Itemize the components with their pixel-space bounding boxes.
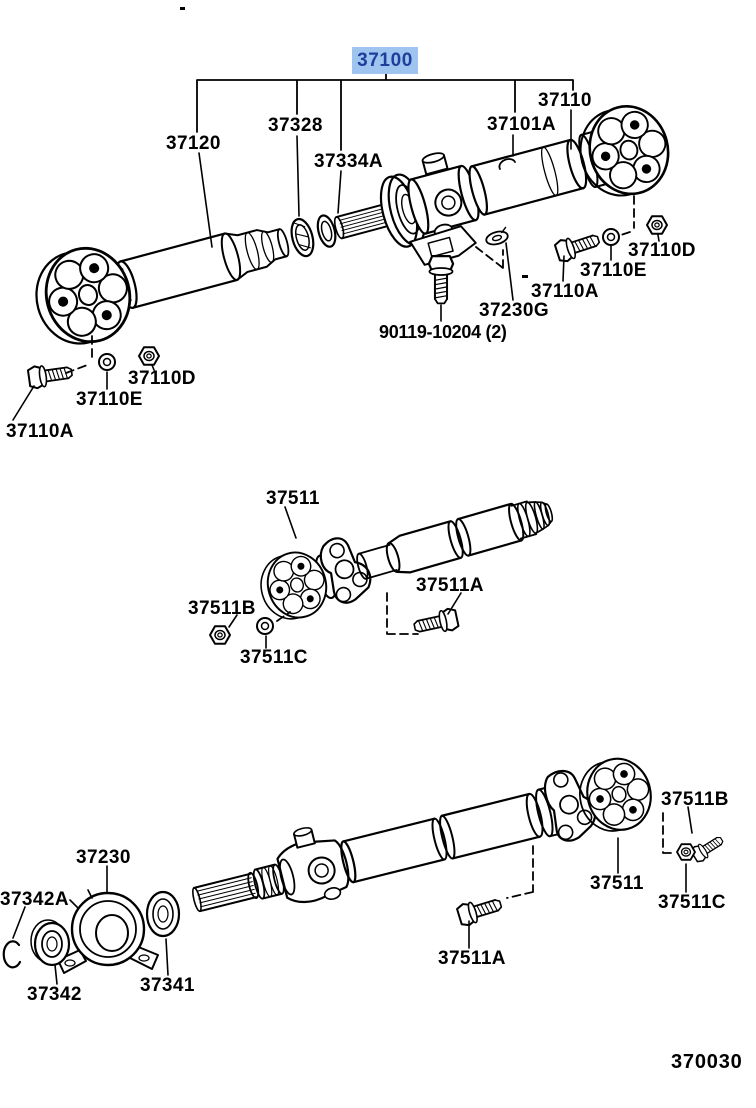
part-label-37101a[interactable]: 37101A	[487, 114, 556, 135]
leader-lines-middle	[228, 506, 462, 649]
part-label-37342a[interactable]: 37342A	[0, 889, 69, 910]
rear-propeller-shaft-assembly-middle	[209, 500, 554, 649]
bolt-37110a-left	[26, 360, 75, 391]
ring-37334a-drawing	[316, 214, 337, 248]
part-label-37511b-bottom[interactable]: 37511B	[661, 789, 729, 810]
part-label-37230[interactable]: 37230	[76, 847, 131, 868]
callout-bracket-37100	[196, 73, 574, 248]
part-label-37341[interactable]: 37341	[140, 975, 195, 996]
mount-bracket-front	[409, 225, 477, 266]
part-label-37110a-left[interactable]: 37110A	[6, 421, 74, 442]
nut-37110d-left	[138, 346, 160, 366]
snap-ring-37342a	[2, 940, 22, 969]
flex-coupling-front-left	[24, 237, 142, 356]
part-label-90119-10204[interactable]: 90119-10204 (2)	[379, 322, 507, 342]
part-label-37511c-bottom[interactable]: 37511C	[658, 892, 726, 913]
part-label-37511-bottom[interactable]: 37511	[590, 873, 644, 894]
part-label-37120[interactable]: 37120	[166, 133, 221, 154]
nut-37110d-right	[646, 215, 668, 235]
part-label-37100-selected[interactable]: 37100	[352, 47, 418, 74]
part-label-37511-middle[interactable]: 37511	[266, 488, 320, 509]
bolt-37511a-middle	[411, 606, 461, 639]
part-label-37110a-right[interactable]: 37110A	[531, 281, 599, 302]
part-label-37511b-middle[interactable]: 37511B	[188, 598, 256, 619]
universal-joint-bottom	[276, 827, 350, 904]
part-label-37511c-middle[interactable]: 37511C	[240, 647, 308, 668]
part-label-37328[interactable]: 37328	[268, 115, 323, 136]
nut-37511b-middle	[209, 625, 231, 645]
leader-lines-top-right	[562, 195, 660, 282]
leader-lines-top-left	[12, 335, 155, 421]
part-label-37110e-right[interactable]: 37110E	[580, 260, 647, 281]
washer-37230g	[485, 226, 509, 246]
leader-lines-top-center	[440, 242, 514, 322]
part-label-37511a-middle[interactable]: 37511A	[416, 575, 484, 596]
part-label-37334a[interactable]: 37334A	[314, 151, 383, 172]
snap-clip-37101a	[498, 158, 516, 170]
part-label-37342[interactable]: 37342	[27, 984, 82, 1005]
seal-37341	[145, 890, 181, 938]
shaft-tube-front	[109, 228, 290, 310]
bolt-37110a-right	[553, 228, 603, 265]
washer-37511c-middle	[256, 617, 274, 635]
flex-coupling-front-right	[569, 96, 680, 207]
yoke-middle	[315, 537, 398, 604]
bearing-37342	[30, 919, 71, 967]
spline-shaft-front	[333, 204, 387, 240]
bolt-37511b-bottom	[689, 831, 727, 865]
shaft-tube-bottom	[340, 792, 544, 884]
part-label-37110e-left[interactable]: 37110E	[76, 389, 143, 410]
spline-shaft-bottom	[192, 871, 260, 913]
figure-code: 370030	[671, 1051, 743, 1073]
center-support-bearing-37230	[57, 889, 159, 974]
leader-lines-bottom	[12, 806, 693, 985]
nut-37511c-bottom	[676, 843, 696, 861]
spline-stub-middle	[510, 500, 554, 540]
washer-37110e-left	[98, 353, 116, 371]
universal-joint-front	[407, 152, 480, 238]
stray-dash-top	[180, 7, 185, 10]
part-label-37110d-left[interactable]: 37110D	[128, 368, 196, 389]
flange-yoke-bottom	[535, 769, 597, 842]
shaft-tube-middle	[385, 502, 525, 574]
part-label-37110d-right[interactable]: 37110D	[628, 240, 696, 261]
bolt-90119-10204	[427, 255, 455, 305]
bearing-ring-37328-drawing	[290, 217, 315, 258]
part-label-37110[interactable]: 37110	[538, 90, 592, 111]
part-label-37511a-bottom[interactable]: 37511A	[438, 948, 506, 969]
rear-propeller-shaft-assembly-bottom	[2, 750, 727, 985]
stray-dash-middle	[522, 275, 528, 278]
bolt-37511a-bottom	[455, 892, 505, 929]
washer-37110e-right	[602, 228, 620, 246]
part-label-37230g[interactable]: 37230G	[479, 300, 550, 321]
front-propeller-shaft-assembly	[12, 73, 680, 421]
